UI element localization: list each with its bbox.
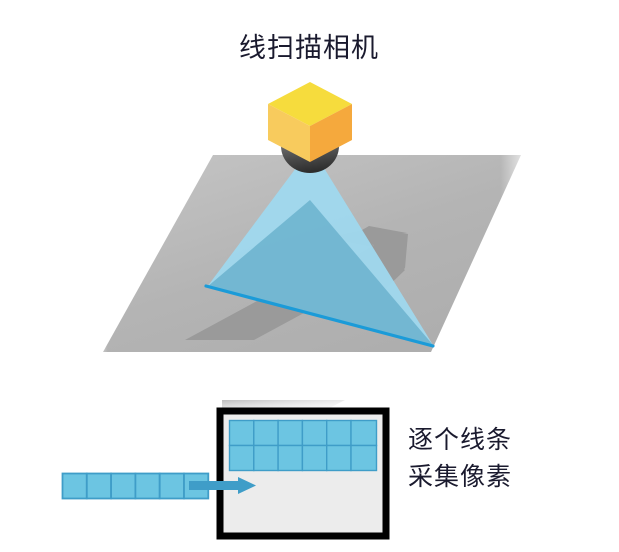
line-cell [158,472,185,500]
pixel-cell [350,419,378,447]
plane-right-fade [420,150,535,360]
page-title: 线扫描相机 [239,33,379,64]
line-cell [85,472,113,500]
pixel-cell [277,419,304,447]
pixel-cell [253,444,279,472]
pixel-cell [326,419,352,447]
pixel-cell [228,444,255,472]
line-scan-camera [268,82,352,173]
data-flow-arrow [189,477,256,494]
image-buffer-panel[interactable] [216,407,390,540]
pixel-cell [350,444,378,472]
flow-arrow-head [238,477,256,494]
line-cell [61,472,88,500]
light-cone-lower [207,200,433,345]
pixel-cell [326,444,352,472]
pixel-cell [301,444,328,472]
line-cell [134,472,161,500]
pixel-cell [301,419,328,447]
line-cell [110,472,137,500]
pixel-grid [228,419,378,472]
plane-left-fade [90,150,200,360]
caption-line-2: 采集像素 [408,462,512,491]
pixel-cell [228,419,255,447]
camera-body-left-face [268,104,310,162]
flow-arrow-shaft [189,481,244,490]
pixel-cell [277,444,304,472]
caption-line-1: 逐个线条 [408,425,512,454]
scan-line [204,284,435,348]
scanned-line-strip[interactable] [61,472,210,500]
camera-body-right-face [310,104,352,162]
pixel-cell [253,419,279,447]
